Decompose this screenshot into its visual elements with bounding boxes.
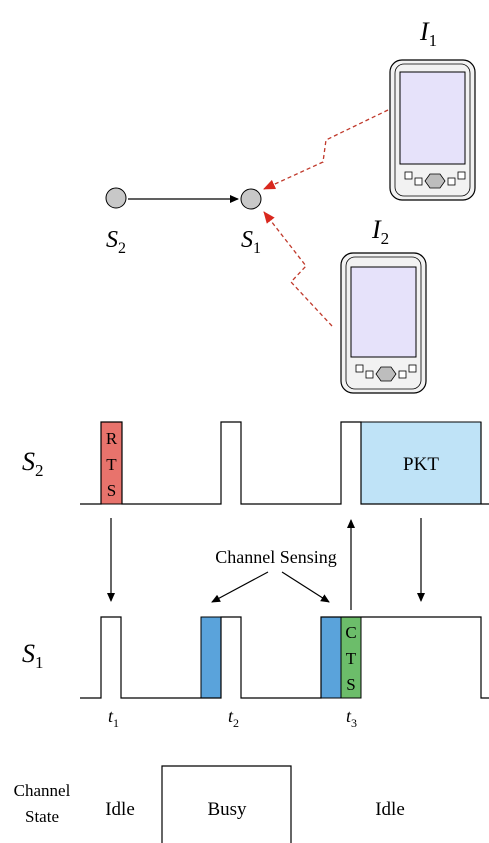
rts-label: T <box>106 455 117 474</box>
cts-label: C <box>345 623 356 642</box>
node-s2 <box>105 187 127 209</box>
cts-label: S <box>346 675 355 694</box>
channel-sensing-label: Channel Sensing <box>215 547 337 567</box>
interference-i1 <box>263 109 389 190</box>
sensing-arrow-right <box>281 571 330 603</box>
sensing-block-1 <box>200 616 222 699</box>
time-marker-t3: t3 <box>346 706 357 730</box>
busy-box <box>161 765 292 843</box>
timing-diagram: S2 S1 R T S PKT C T S Channel Sensing <box>22 421 489 730</box>
state-busy: Busy <box>207 799 247 820</box>
time-marker-t1: t1 <box>108 706 119 730</box>
row-label-s2: S2 <box>22 447 44 480</box>
pkt-frame <box>360 421 482 505</box>
node-s1-label: S1 <box>241 227 261 257</box>
s2-waveform <box>80 421 489 505</box>
interferer-i2-label: I2 <box>371 215 389 248</box>
rts-label: R <box>106 429 118 448</box>
sensing-block-2 <box>320 616 342 699</box>
rts-label: S <box>107 481 116 500</box>
interference-i2 <box>263 211 333 327</box>
network-diagram: S2 S1 I1 I2 <box>105 17 476 394</box>
interferer-i1-label: I1 <box>419 17 437 50</box>
state-idle-2: Idle <box>375 799 405 820</box>
pda-device-i2 <box>340 252 427 394</box>
channel-state-title: State <box>25 807 59 826</box>
node-s1 <box>240 188 262 210</box>
state-idle-1: Idle <box>105 799 135 820</box>
pkt-label: PKT <box>403 454 439 475</box>
s1-waveform <box>80 616 489 699</box>
row-label-s1: S1 <box>22 639 44 672</box>
time-marker-t2: t2 <box>228 706 239 730</box>
sensing-arrow-left <box>211 571 269 603</box>
pda-device-i1 <box>389 59 476 201</box>
channel-state: Channel State Idle Busy Idle <box>14 765 405 843</box>
node-s2-label: S2 <box>106 227 126 257</box>
channel-state-title: Channel <box>14 781 71 800</box>
cts-label: T <box>346 649 357 668</box>
